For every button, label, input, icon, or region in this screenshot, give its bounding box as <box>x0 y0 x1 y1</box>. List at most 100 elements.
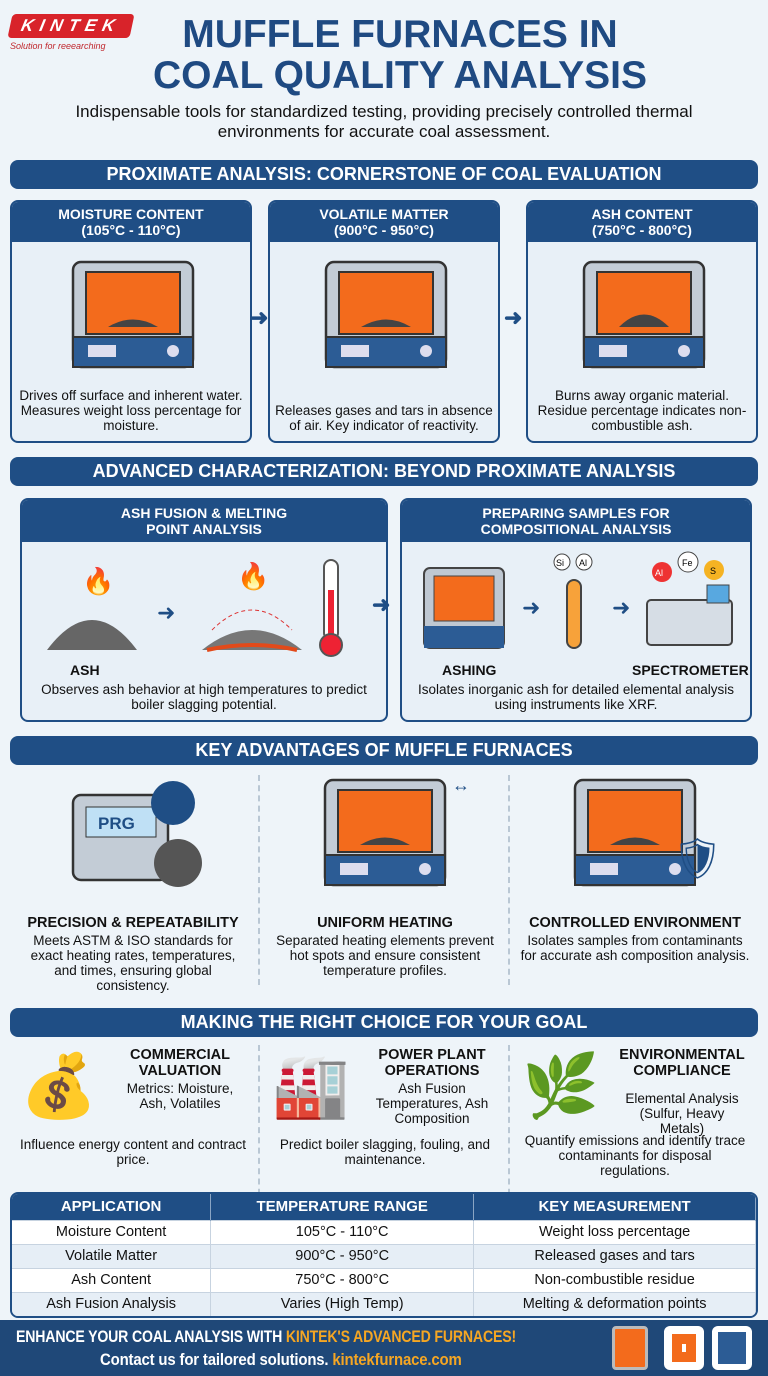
ash-pile-icon: 🔥 <box>47 566 137 650</box>
melting-ash-icon: 🔥 <box>202 561 302 652</box>
advantage-item: ↔ UNIFORM HEATING Separated heating elem… <box>262 775 508 990</box>
goal-item: 💰 COMMERCIAL VALUATION Metrics: Moisture… <box>10 1045 256 1185</box>
svg-text:➜: ➜ <box>612 595 630 620</box>
card-title: ASH FUSION & MELTING POINT ANALYSIS <box>22 500 386 542</box>
table-cell: Melting & deformation points <box>473 1291 756 1316</box>
card-description: Releases gases and tars in absence of ai… <box>275 403 493 433</box>
advantage-title: PRECISION & REPEATABILITY <box>27 915 239 931</box>
furnace-illustration <box>321 257 451 377</box>
arrow-right-icon: ➜ <box>504 305 523 330</box>
table-cell: Moisture Content <box>12 1219 212 1244</box>
section-heading-proximate: PROXIMATE ANALYSIS: CORNERSTONE OF COAL … <box>10 160 758 189</box>
kintek-logo: KINTEK Solution for reeearching <box>7 14 135 51</box>
element-fe: Fe <box>682 558 693 568</box>
element-s: S <box>710 566 716 576</box>
goal-description: Predict boiler slagging, fouling, and ma… <box>279 1137 491 1167</box>
col-header-application: APPLICATION <box>12 1194 212 1220</box>
svg-text:🔥: 🔥 <box>237 561 269 591</box>
element-si: Si <box>556 558 564 568</box>
card-title: ASH CONTENT(750°C - 800°C) <box>528 202 756 242</box>
muffle-furnace-icon <box>71 260 195 369</box>
card-title: MOISTURE CONTENT(105°C - 110°C) <box>12 202 250 242</box>
card-description: Isolates inorganic ash for detailed elem… <box>418 682 734 712</box>
advantage-description: Isolates samples from contaminants for a… <box>520 933 750 963</box>
page-title: MUFFLE FURNACES IN COAL QUALITY ANALYSIS <box>110 14 690 96</box>
furnace-thumbnail-icon <box>612 1326 648 1370</box>
table-cell: Released gases and tars <box>473 1243 756 1268</box>
card-title: VOLATILE MATTER(900°C - 950°C) <box>270 202 498 242</box>
goal-description: Quantify emissions and identify trace co… <box>524 1133 746 1178</box>
thermometer-icon <box>319 559 343 657</box>
table-cell: Ash Fusion Analysis <box>12 1291 212 1316</box>
footer-banner: ENHANCE YOUR COAL ANALYSIS WITH KINTEK'S… <box>0 1320 768 1376</box>
table-cell: 105°C - 110°C <box>210 1219 475 1244</box>
divider <box>508 775 510 985</box>
card-description: Burns away organic material. Residue per… <box>537 388 747 433</box>
table-cell: 750°C - 800°C <box>210 1267 475 1292</box>
ashing-label: ASHING <box>442 662 497 678</box>
table-cell: Ash Content <box>12 1267 212 1292</box>
furnace-illustration <box>320 775 450 895</box>
card-ash-fusion: ASH FUSION & MELTING POINT ANALYSIS 🔥 ➜ … <box>20 498 388 722</box>
goal-metrics: Ash Fusion Temperatures, Ash Composition <box>375 1081 489 1126</box>
goal-item: 🏭 POWER PLANT OPERATIONS Ash Fusion Temp… <box>262 1045 508 1185</box>
furnace-thumbnail-icon <box>712 1326 752 1370</box>
shield-check-icon: 🛡 <box>672 837 723 881</box>
table-cell: Volatile Matter <box>12 1243 212 1268</box>
furnace-illustration <box>579 257 709 377</box>
goal-title: COMMERCIAL VALUATION <box>130 1047 230 1079</box>
element-al: Al <box>655 568 663 578</box>
advantage-title: UNIFORM HEATING <box>317 915 453 931</box>
subtitle: Indispensable tools for standardized tes… <box>75 102 693 141</box>
section-heading-advanced: ADVANCED CHARACTERIZATION: BEYOND PROXIM… <box>10 457 758 486</box>
test-tube-icon: Si Al <box>553 553 593 649</box>
table-cell: Non-combustible residue <box>473 1267 756 1292</box>
table-cell: Weight loss percentage <box>473 1219 756 1244</box>
arrow-right-icon: ➜ <box>372 592 391 617</box>
divider <box>258 775 260 985</box>
advantage-title: CONTROLLED ENVIRONMENT <box>529 915 741 931</box>
advantage-description: Meets ASTM & ISO standards for exact hea… <box>30 933 236 993</box>
section-heading-advantages: KEY ADVANTAGES OF MUFFLE FURNACES <box>10 736 758 765</box>
card-description: Drives off surface and inherent water. M… <box>19 388 243 433</box>
website-link[interactable]: kintekfurnace.com <box>332 1350 462 1369</box>
ash-label: ASH <box>70 662 100 678</box>
goal-title: POWER PLANT OPERATIONS <box>378 1047 486 1079</box>
goal-metrics: Metrics: Moisture, Ash, Volatiles <box>126 1081 234 1111</box>
col-header-temperature: TEMPERATURE RANGE <box>210 1194 475 1220</box>
heat-arrows-icon: ↔ <box>452 775 470 795</box>
ash-melting-illustration: 🔥 ➜ 🔥 <box>47 559 343 657</box>
muffle-furnace-icon <box>573 778 697 887</box>
element-al: Al <box>579 558 587 568</box>
muffle-furnace-icon <box>324 260 448 369</box>
furnace-illustration <box>570 775 700 895</box>
furnace-thumbnail-icon <box>664 1326 704 1370</box>
advantage-item: PRG PRECISION & REPEATABILITY Meets ASTM… <box>10 775 256 993</box>
muffle-furnace-icon <box>582 260 706 369</box>
col-header-measurement: KEY MEASUREMENT <box>473 1194 756 1220</box>
svg-text:➜: ➜ <box>522 595 540 620</box>
svg-text:🔥: 🔥 <box>82 566 114 596</box>
table-cell: 900°C - 950°C <box>210 1243 475 1268</box>
section-heading-goals: MAKING THE RIGHT CHOICE FOR YOUR GOAL <box>10 1008 758 1037</box>
furnace-illustration <box>68 257 198 377</box>
footer-line-2: Contact us for tailored solutions. kinte… <box>100 1350 462 1369</box>
goal-metrics: Elemental Analysis (Sulfur, Heavy Metals… <box>625 1091 739 1136</box>
card-proximate-0: MOISTURE CONTENT(105°C - 110°C) Drives o… <box>10 200 252 443</box>
arrow-right-icon: ➜ <box>250 305 269 330</box>
svg-text:➜: ➜ <box>157 600 175 625</box>
goal-title: ENVIRONMENTAL COMPLIANCE <box>619 1047 745 1079</box>
footer-line-1: ENHANCE YOUR COAL ANALYSIS WITH KINTEK'S… <box>16 1327 516 1346</box>
divider <box>258 1045 260 1205</box>
leaf-flask-icon: 🌿 <box>522 1052 600 1121</box>
divider <box>508 1045 510 1205</box>
summary-table: APPLICATION TEMPERATURE RANGE KEY MEASUR… <box>10 1192 758 1318</box>
card-proximate-2: ASH CONTENT(750°C - 800°C) Burns away or… <box>526 200 758 443</box>
controller-panel-icon: PRG <box>71 781 202 887</box>
goal-item: 🌿 ENVIRONMENTAL COMPLIANCE Elemental Ana… <box>512 1045 758 1185</box>
card-description: Observes ash behavior at high temperatur… <box>41 682 367 712</box>
